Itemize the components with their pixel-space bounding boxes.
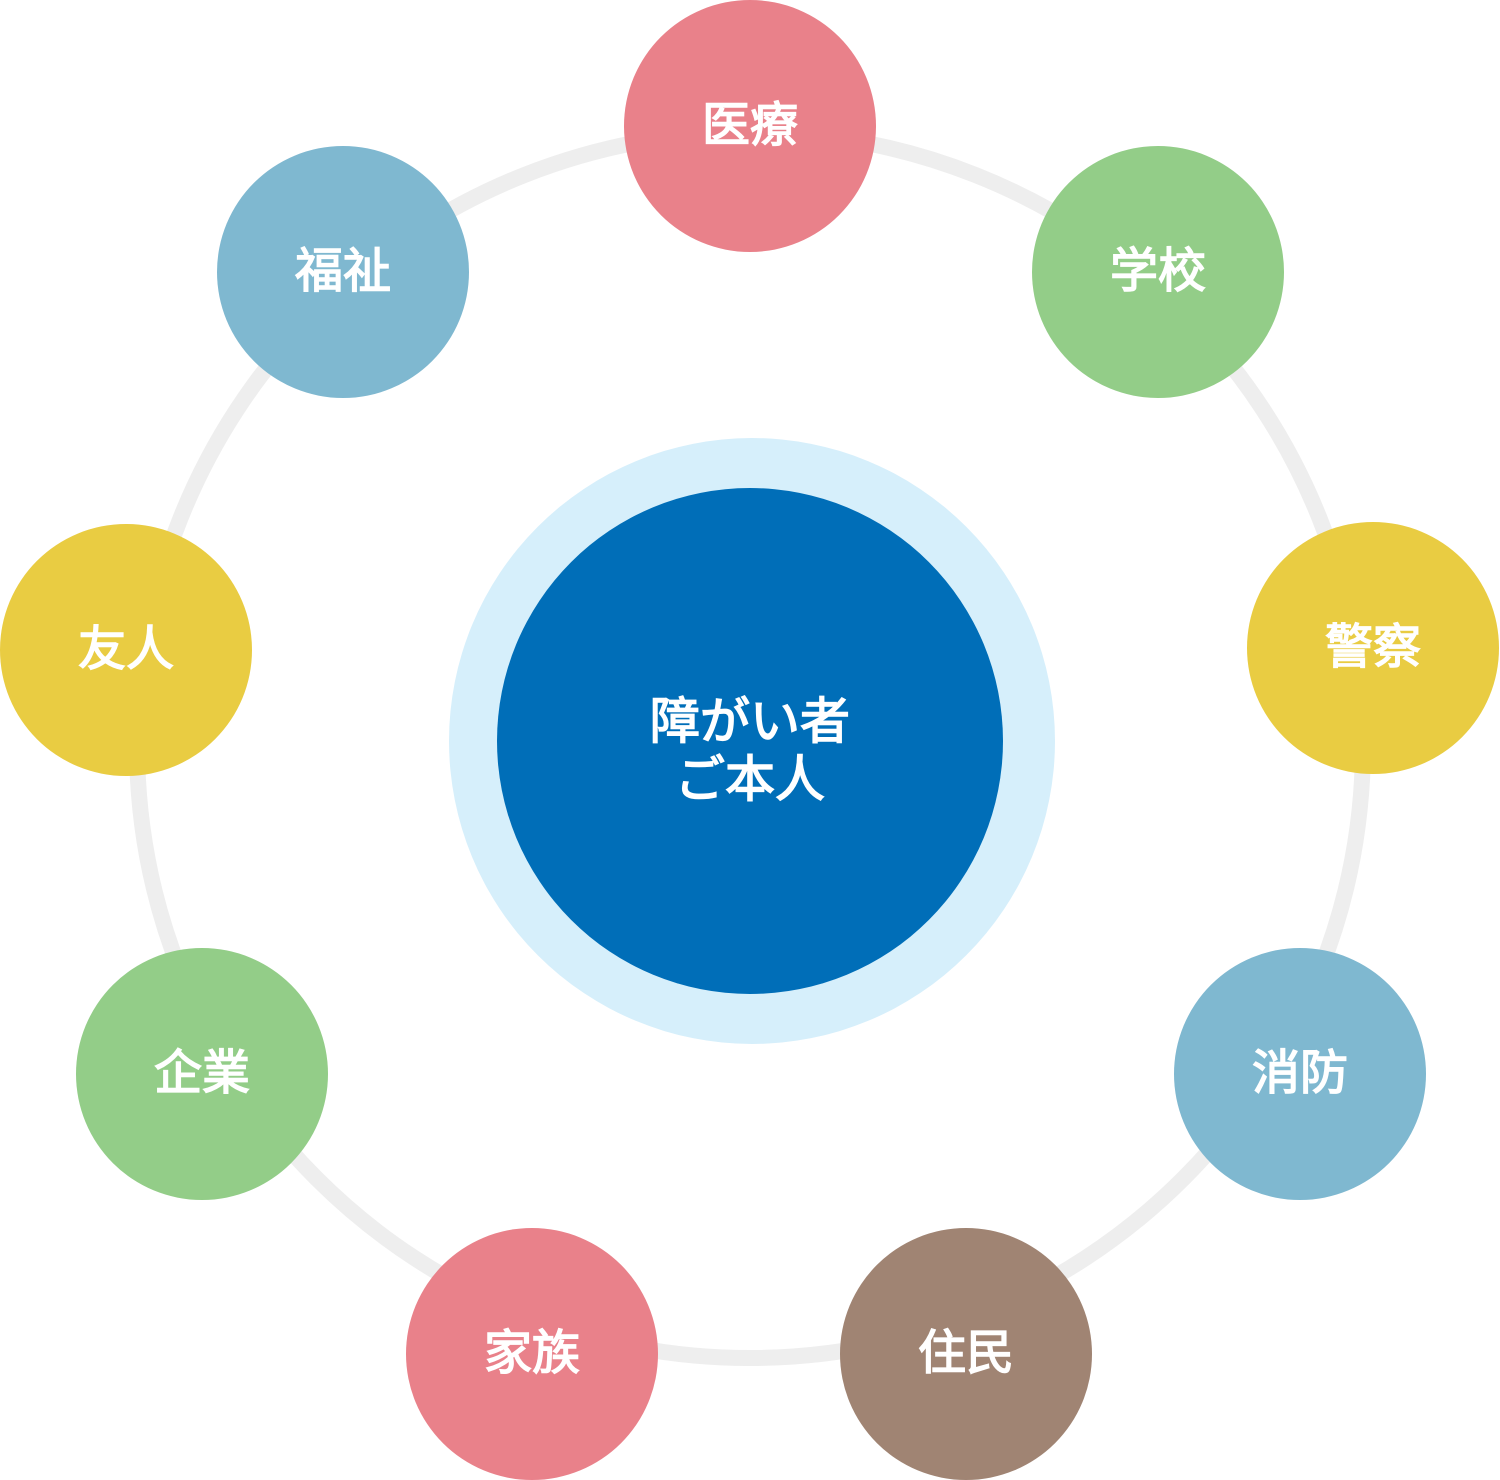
node-keisatsu: 警察 [1247,522,1499,774]
node-jumin: 住民 [840,1228,1092,1480]
node-label-kigyo: 企業 [154,1045,250,1101]
node-label-fukushi: 福祉 [294,243,391,299]
node-fukushi: 福祉 [217,146,469,398]
node-label-jumin: 住民 [918,1325,1014,1381]
node-kazoku: 家族 [406,1228,658,1480]
node-label-yujin: 友人 [78,621,174,677]
node-circle-keisatsu [1247,522,1499,774]
node-circle-shobo [1174,948,1426,1200]
node-yujin: 友人 [0,524,252,776]
node-iryo: 医療 [624,0,876,252]
node-circle-kazoku [406,1228,658,1480]
node-circle-jumin [840,1228,1092,1480]
center-label-line2: ご本人 [675,751,825,809]
center-circle [497,488,1003,994]
node-shobo: 消防 [1174,948,1426,1200]
node-label-shobo: 消防 [1252,1045,1348,1101]
center-label-line1: 障がい者 [650,693,850,751]
node-kigyo: 企業 [76,948,328,1200]
node-label-gakko: 学校 [1110,243,1206,299]
node-gakko: 学校 [1032,146,1284,398]
node-label-keisatsu: 警察 [1325,619,1421,675]
node-circle-gakko [1032,146,1284,398]
node-circle-fukushi [217,146,469,398]
node-circle-iryo [624,0,876,252]
node-circle-kigyo [76,948,328,1200]
node-label-kazoku: 家族 [484,1325,580,1381]
node-label-iryo: 医療 [702,97,798,153]
node-circle-yujin [0,524,252,776]
